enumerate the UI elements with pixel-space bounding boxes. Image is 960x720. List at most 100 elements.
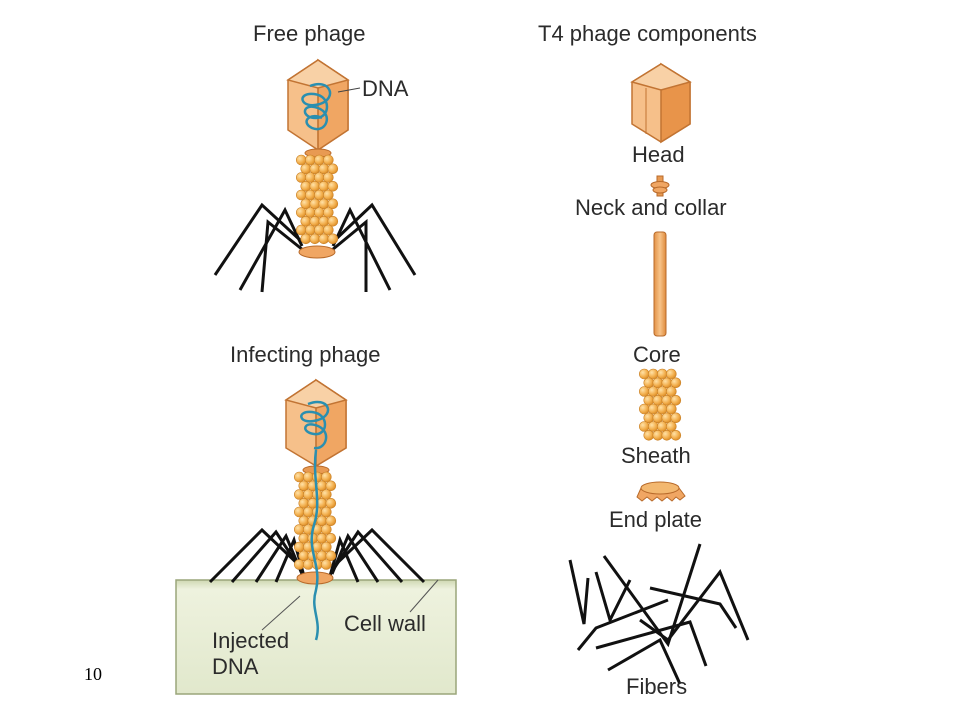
sheath-bead (313, 189, 325, 201)
sheath-bead (295, 189, 307, 201)
free-phage-sheath (295, 154, 339, 245)
sheath-bead (665, 368, 677, 380)
sheath-bead (302, 559, 314, 570)
sheath-bead (325, 532, 337, 544)
sheath-bead (320, 489, 332, 500)
cell-wall-label: Cell wall (344, 611, 426, 636)
sheath-bead (313, 207, 325, 218)
free-phage-dna-coil (301, 82, 332, 131)
sheath-bead (322, 207, 334, 218)
sheath-bead (656, 421, 668, 432)
free-phage-dna-label: DNA (362, 76, 409, 101)
infecting-phage-title: Infecting phage (230, 342, 380, 367)
component-fibers-drawing (568, 543, 750, 685)
component-end-plate-drawing (636, 481, 686, 502)
sheath-bead (322, 154, 334, 166)
component-fibers-label: Fibers (626, 674, 687, 699)
component-head-drawing (630, 62, 692, 144)
sheath-bead (313, 172, 325, 183)
sheath-bead (304, 172, 316, 183)
sheath-bead (320, 506, 332, 518)
sheath-bead (327, 181, 339, 192)
sheath-bead (322, 224, 334, 236)
sheath-bead (327, 163, 339, 175)
injected-label-line2: DNA (212, 654, 259, 679)
sheath-bead (295, 154, 307, 166)
sheath-bead (304, 189, 316, 201)
sheath-bead (656, 386, 668, 397)
component-sheath-label: Sheath (621, 443, 691, 468)
sheath-bead (647, 386, 659, 397)
sheath-bead (293, 489, 305, 500)
sheath-bead (293, 506, 305, 518)
infecting-phage-end-plate (296, 571, 334, 585)
sheath-bead (304, 154, 316, 166)
sheath-bead (313, 154, 325, 166)
sheath-bead (304, 224, 316, 236)
sheath-bead (304, 207, 316, 218)
free-phage-title: Free phage (253, 21, 366, 46)
component-end-plate-label: End plate (609, 507, 702, 532)
sheath-bead (647, 368, 659, 380)
sheath-bead (638, 386, 650, 397)
sheath-bead (320, 471, 332, 483)
sheath-bead (665, 386, 677, 397)
sheath-bead (293, 559, 305, 570)
cell-wall-pointer (409, 579, 439, 613)
component-head-label: Head (632, 142, 685, 167)
sheath-bead (302, 471, 314, 483)
sheath-bead (670, 394, 682, 406)
sheath-bead (302, 489, 314, 500)
sheath-bead (327, 233, 339, 245)
component-sheath-drawing (638, 368, 682, 441)
sheath-bead (670, 412, 682, 424)
sheath-bead (638, 368, 650, 380)
infecting-phage-head (284, 378, 348, 468)
dna-pointer-line (337, 87, 361, 93)
sheath-bead (665, 403, 677, 415)
free-phage-tail-fibers (213, 202, 417, 293)
sheath-bead (322, 172, 334, 183)
component-core-label: Core (633, 342, 681, 367)
infecting-phage-group: Infecting phage (175, 342, 457, 695)
sheath-bead (320, 524, 332, 535)
sheath-bead (320, 541, 332, 553)
free-phage-head (286, 58, 350, 152)
sheath-bead (638, 403, 650, 415)
sheath-bead (638, 421, 650, 432)
sheath-bead (652, 429, 664, 441)
sheath-bead (647, 403, 659, 415)
sheath-bead (293, 541, 305, 553)
sheath-bead (670, 429, 682, 441)
sheath-bead (327, 216, 339, 227)
sheath-bead (293, 471, 305, 483)
sheath-bead (300, 233, 312, 245)
sheath-bead (325, 480, 337, 492)
sheath-bead (293, 524, 305, 535)
sheath-bead (670, 377, 682, 389)
sheath-bead (327, 198, 339, 210)
injected-label-line1: Injected (212, 628, 289, 653)
injected-dna-pointer (261, 595, 301, 631)
sheath-bead (311, 471, 323, 483)
sheath-bead (656, 368, 668, 380)
sheath-bead (325, 550, 337, 562)
free-phage-group: Free phage DNA (213, 21, 417, 293)
infecting-phage-tail-fibers (208, 527, 426, 584)
sheath-bead (325, 515, 337, 527)
component-core-drawing (653, 231, 667, 337)
injected-dna-strand (310, 449, 319, 641)
sheath-bead (661, 429, 673, 441)
sheath-bead (322, 189, 334, 201)
sheath-bead (643, 429, 655, 441)
sheath-bead (295, 172, 307, 183)
sheath-bead (320, 559, 332, 570)
slide-number: 10 (84, 664, 102, 684)
sheath-bead (295, 207, 307, 218)
infecting-phage-sheath (293, 471, 337, 570)
sheath-bead (665, 421, 677, 432)
sheath-bead (295, 224, 307, 236)
sheath-bead (647, 421, 659, 432)
components-group: T4 phage components Head Neck and collar… (538, 21, 757, 699)
